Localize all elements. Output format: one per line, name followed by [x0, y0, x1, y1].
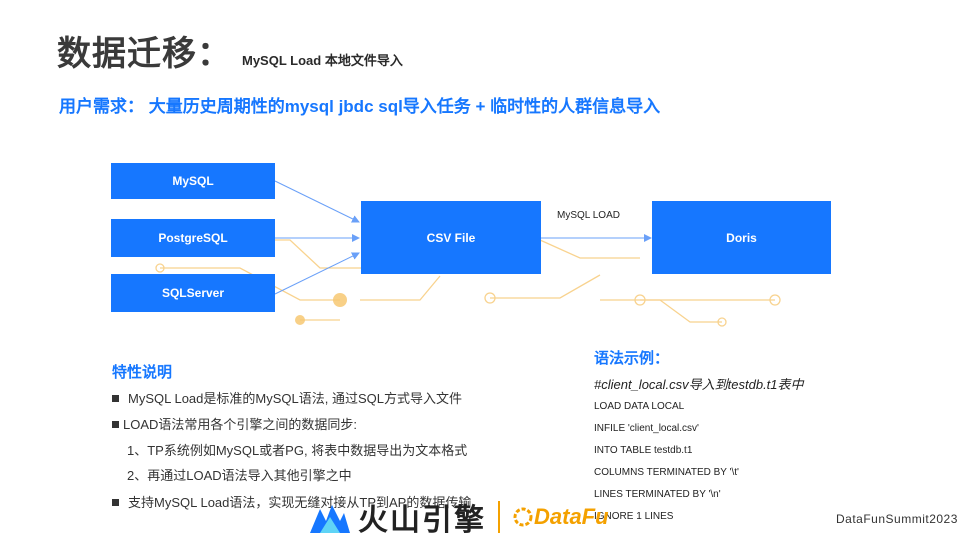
- feature-line-1: MySQL Load是标准的MySQL语法, 通过SQL方式导入文件: [112, 388, 462, 407]
- csv-file-box: CSV File: [361, 201, 541, 274]
- arrow-sqlserver-to-csv: [274, 252, 360, 295]
- logo-brand-volcano: 火山引擎: [358, 504, 486, 537]
- syntax-comment: #client_local.csv导入到testdb.t1表中: [594, 377, 804, 392]
- edge-label-mysql-load: MySQL LOAD: [557, 210, 620, 221]
- bullet-square-icon: [112, 395, 119, 402]
- logo-divider: [498, 501, 500, 533]
- feature-line-2: LOAD语法常用各个引擎之间的数据同步:: [112, 414, 357, 433]
- feature-line-3: 1、TP系统例如MySQL或者PG, 将表中数据导出为文本格式: [127, 443, 468, 458]
- user-requirement: 用户需求： 大量历史周期性的mysql jbdc sql导入任务 + 临时性的人…: [59, 97, 661, 116]
- source-box-sqlserver: SQLServer: [111, 274, 275, 312]
- page-title: 数据迁移： MySQL Load 本地文件导入: [57, 26, 403, 76]
- syntax-line-2: INFILE 'client_local.csv': [594, 423, 699, 434]
- feature-line-4: 2、再通过LOAD语法导入其他引擎之中: [127, 468, 352, 483]
- feature-line-5: 支持MySQL Load语法，实现无缝对接从TP到AP的数据传输: [112, 492, 471, 511]
- doris-box: Doris: [652, 201, 831, 274]
- features-title: 特性说明: [112, 364, 173, 381]
- datafun-logo-icon: [513, 507, 533, 527]
- syntax-line-6: IGNORE 1 LINES: [594, 511, 674, 522]
- arrow-mysql-to-csv: [274, 180, 360, 223]
- title-subtitle: MySQL Load 本地文件导入: [242, 53, 403, 68]
- bullet-square-icon: [112, 499, 119, 506]
- decorative-dots: [295, 293, 347, 325]
- source-box-postgresql: PostgreSQL: [111, 219, 275, 257]
- volcano-engine-logo-icon: [310, 505, 350, 533]
- title-main: 数据迁移：: [57, 35, 232, 73]
- syntax-line-4: COLUMNS TERMINATED BY '\t': [594, 467, 739, 478]
- footer-summit: DataFunSummit2023: [836, 512, 958, 526]
- syntax-line-1: LOAD DATA LOCAL: [594, 401, 685, 412]
- source-box-mysql: MySQL: [111, 163, 275, 199]
- syntax-title: 语法示例：: [594, 350, 670, 367]
- logo-brand-datafun: DataFu: [534, 504, 609, 529]
- syntax-line-3: INTO TABLE testdb.t1: [594, 445, 693, 456]
- flow-arrows: [274, 180, 652, 295]
- bullet-square-icon: [112, 421, 119, 428]
- syntax-line-5: LINES TERMINATED BY '\n': [594, 489, 721, 500]
- logo-bar: 火山引擎 DataFu: [308, 497, 609, 537]
